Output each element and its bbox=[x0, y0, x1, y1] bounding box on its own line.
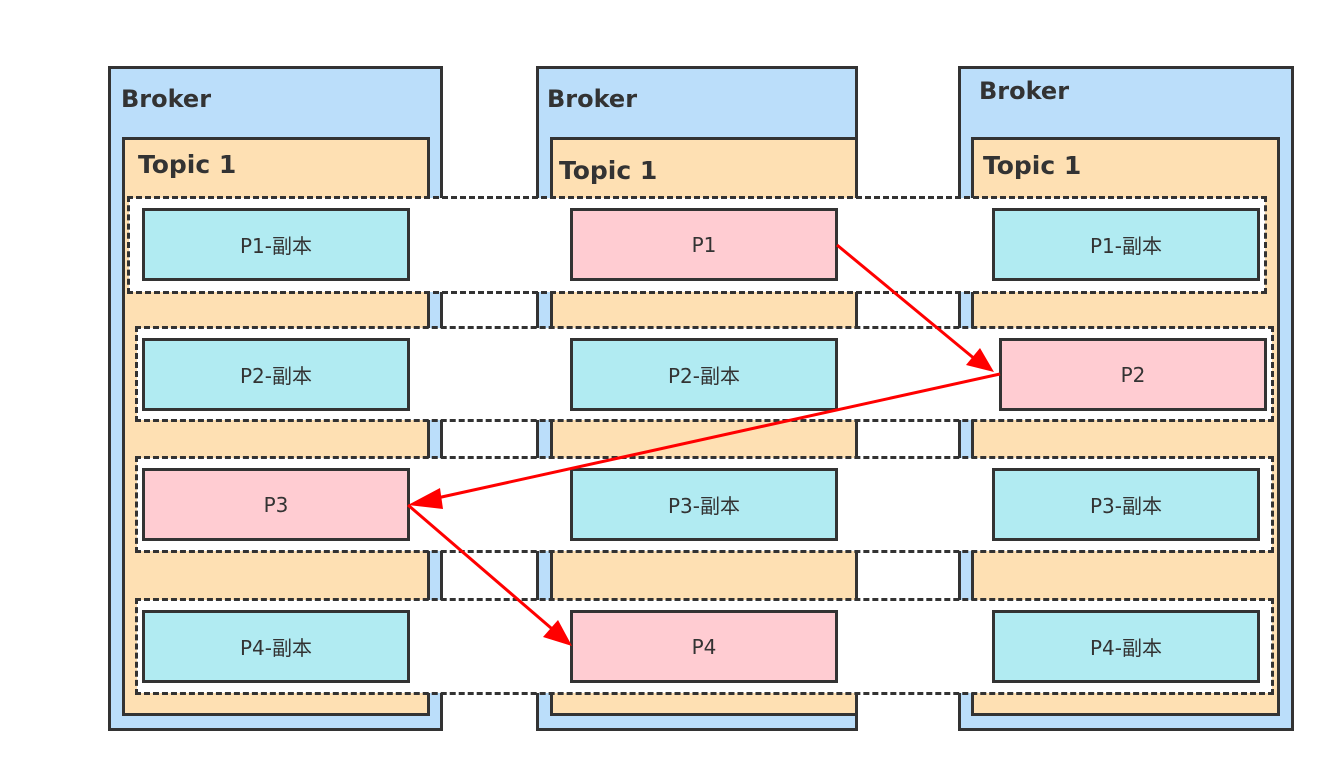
partition-leader[interactable]: P4 bbox=[570, 610, 838, 683]
topic-label: Topic 1 bbox=[138, 150, 237, 179]
broker-label: Broker bbox=[979, 77, 1070, 105]
partition-row-1 bbox=[127, 196, 1267, 294]
partition-label: P4 bbox=[691, 634, 717, 659]
partition-label: P3-副本 bbox=[667, 494, 740, 518]
broker-label: Broker bbox=[547, 85, 638, 113]
partition-label: P1-副本 bbox=[239, 234, 312, 258]
partition-replica[interactable]: P1-副本 bbox=[992, 208, 1260, 281]
partition-label: P3 bbox=[263, 492, 289, 517]
partition-leader[interactable]: P2 bbox=[999, 338, 1267, 411]
partition-replica[interactable]: P2-副本 bbox=[570, 338, 838, 411]
partition-label: P1-副本 bbox=[1089, 234, 1162, 258]
partition-replica[interactable]: P3-副本 bbox=[570, 468, 838, 541]
partition-replica[interactable]: P2-副本 bbox=[142, 338, 410, 411]
partition-label: P2-副本 bbox=[239, 364, 312, 388]
topic-label: Topic 1 bbox=[559, 156, 658, 185]
partition-replica[interactable]: P4-副本 bbox=[142, 610, 410, 683]
broker-label: Broker bbox=[121, 85, 212, 113]
partition-label: P3-副本 bbox=[1089, 494, 1162, 518]
partition-label: P1 bbox=[691, 232, 717, 257]
partition-label: P2-副本 bbox=[667, 364, 740, 388]
partition-row-4 bbox=[135, 598, 1274, 695]
topic-label: Topic 1 bbox=[983, 151, 1082, 180]
partition-label: P2 bbox=[1120, 362, 1146, 387]
partition-leader[interactable]: P1 bbox=[570, 208, 838, 281]
partition-replica[interactable]: P4-副本 bbox=[992, 610, 1260, 683]
partition-replica[interactable]: P1-副本 bbox=[142, 208, 410, 281]
partition-label: P4-副本 bbox=[1089, 636, 1162, 660]
partition-leader[interactable]: P3 bbox=[142, 468, 410, 541]
partition-replica[interactable]: P3-副本 bbox=[992, 468, 1260, 541]
partition-label: P4-副本 bbox=[239, 636, 312, 660]
